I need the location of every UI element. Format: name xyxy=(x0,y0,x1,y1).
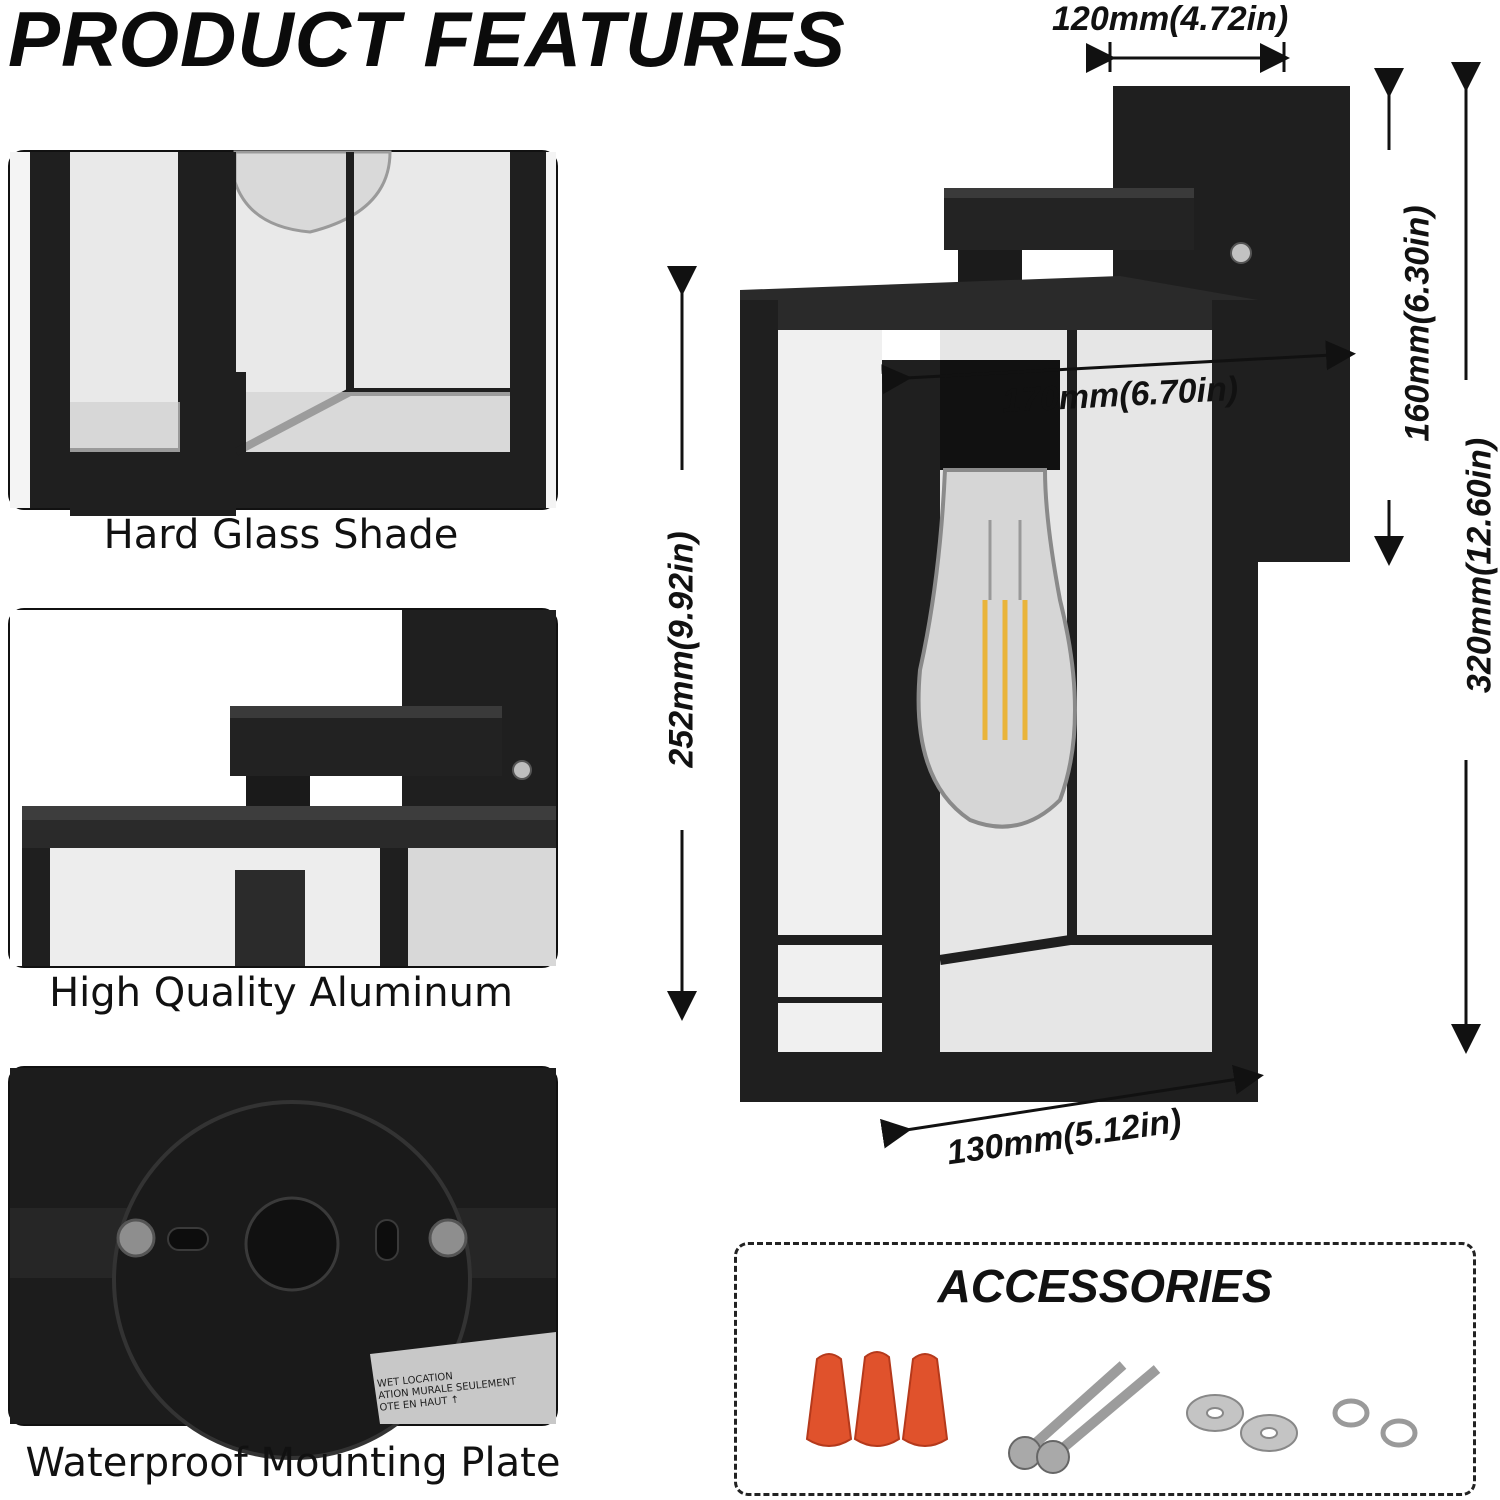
washer-icon xyxy=(1186,1394,1298,1452)
feature-panel-mounting-plate: WET LOCATION ATION MURALE SEULEMENT OTE … xyxy=(8,1066,558,1460)
mounting-plate-closeup-image xyxy=(10,1068,556,1460)
dim-plate-width: 120mm(4.72in) xyxy=(1052,0,1289,38)
accessories-box: ACCESSORIES xyxy=(734,1242,1476,1496)
mounting-arm xyxy=(944,188,1194,250)
dim-lantern-height: 252mm(9.92in) xyxy=(662,531,701,768)
aluminum-arm-closeup-image xyxy=(10,610,556,966)
dim-plate-height: 160mm(6.30in) xyxy=(1398,205,1437,442)
wall-lantern-dimension-drawing xyxy=(667,42,1481,1149)
caption-glass-shade: Hard Glass Shade xyxy=(103,512,459,558)
dim-overall-height: 320mm(12.60in) xyxy=(1460,437,1499,694)
caption-aluminum: High Quality Aluminum xyxy=(49,970,513,1016)
feature-panel-aluminum xyxy=(8,608,558,968)
wire-connector-icon xyxy=(805,1351,949,1447)
page-title: PRODUCT FEATURES xyxy=(8,0,846,83)
accessories-title: ACCESSORIES xyxy=(937,1260,1273,1312)
screw-icon xyxy=(1008,1361,1161,1474)
lantern-top xyxy=(740,276,1258,330)
feature-panel-glass-shade xyxy=(8,150,558,516)
lock-washer-icon xyxy=(1332,1398,1418,1448)
glass-shade-closeup-image xyxy=(10,150,556,516)
accessories-items xyxy=(805,1351,1418,1474)
bulb-image xyxy=(916,360,1077,829)
caption-mounting-plate: Waterproof Mounting Plate xyxy=(25,1440,561,1486)
